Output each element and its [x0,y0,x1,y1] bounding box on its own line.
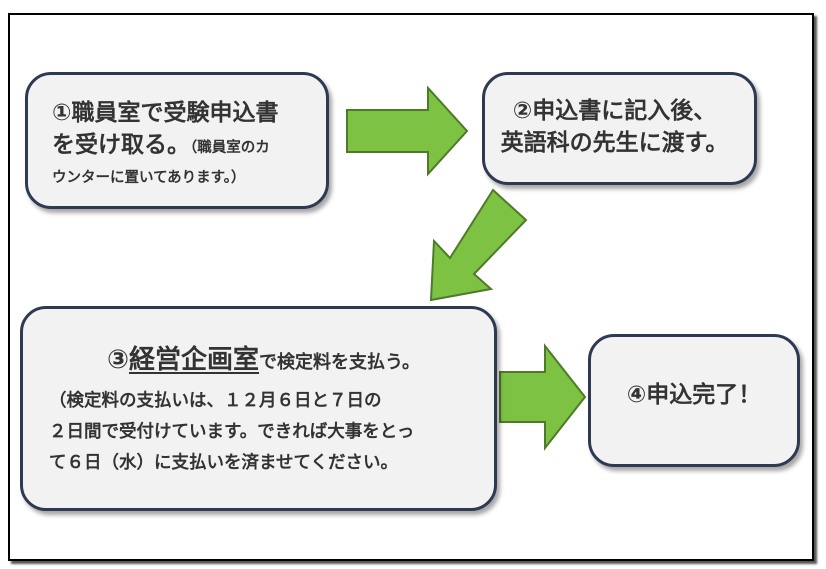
step4-box: ④申込完了！ [588,334,800,467]
step1-main-line1: ①職員室で受験申込書 [52,100,279,126]
step3-rest: で検定料を支払う。 [259,352,420,373]
arrow-down-left [429,188,528,302]
step3-prefix: ③ [107,345,130,375]
step3-title: ③経営企画室で検定料を支払う。 [49,339,478,376]
step3-note-line2: ２日間で受付けています。できれば大事をとっ [49,422,415,442]
step1-main-line2: を受け取る。（職員室のカ [52,129,316,164]
step3-box: ③経営企画室で検定料を支払う。 （検定料の支払いは、１２月６日と７日の ２日間で… [20,306,497,511]
step1-main-b: を受け取る。 [52,132,190,158]
step1-note-b: ウンターに置いてあります。） [52,170,246,186]
step1-box: ①職員室で受験申込書 を受け取る。（職員室のカ ウンターに置いてあります。） [25,72,329,209]
step3-note-line1: （検定料の支払いは、１２月６日と７日の [49,391,382,411]
step2-box: ②申込書に記入後、 英語科の先生に渡す。 [482,72,757,185]
step2-line2: 英語科の先生に渡す。 [500,130,729,156]
step2-line1: ②申込書に記入後、 [512,98,717,124]
step3-note: （検定料の支払いは、１２月６日と７日の ２日間で受付けています。できれば大事をと… [49,386,478,479]
step4-label: ④申込完了！ [626,382,762,408]
step3-note-line3: て６日（水）に支払いを済ませてください。 [49,453,398,473]
arrow-right-2 [499,343,587,451]
arrow-right-1 [346,85,469,177]
step3-keyword: 経営企画室 [129,345,260,375]
step1-note-a: （職員室のカ [190,140,270,156]
